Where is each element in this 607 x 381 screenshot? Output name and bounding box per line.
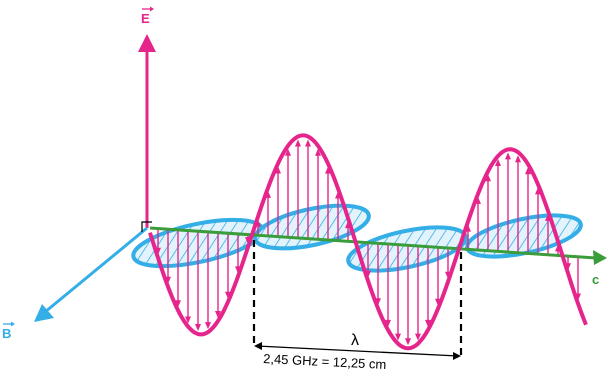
b-axis [34,226,148,322]
e-vector-arrow [285,148,291,238]
e-vector-arrow [175,229,181,308]
b-axis-arrowhead [34,304,54,322]
e-vector-arrow [525,167,531,254]
e-vector-arrow [205,231,211,330]
e-vector-arrow [185,230,191,324]
e-field-vectors [155,139,581,346]
e-axis-arrowhead [138,34,156,52]
b-field-label: B [2,321,15,341]
right-angle-marker [141,221,152,232]
e-vector-arrow [295,139,301,238]
e-vector-arrow [195,231,201,331]
e-vector-arrow [495,159,501,252]
propagation-axis [149,226,607,265]
e-vector-arrow [315,148,321,240]
e-vector-arrow [505,152,511,253]
e-axis [138,34,156,228]
e-vector-arrow [405,245,411,346]
e-vector-arrow [395,244,401,341]
wavelength-caption: 2,45 GHz = 12,25 cm [263,351,387,372]
svg-text:B: B [2,326,11,341]
wavelength-dimension [252,240,463,360]
e-vector-arrow [415,246,421,341]
b-lobe [253,203,371,251]
wavelength-symbol: λ [351,332,359,349]
e-vector-arrow [385,244,391,327]
e-vector-arrow [515,155,521,253]
propagation-arrowhead [593,250,607,265]
e-vector-arrow [215,232,221,318]
svg-text:E: E [141,11,150,26]
e-vector-arrow [425,246,431,327]
e-field-wave [148,133,588,351]
propagation-label: c [592,272,599,287]
e-field-label: E [141,6,154,26]
e-vector-arrow [485,174,491,251]
e-vector-arrow [305,139,311,239]
